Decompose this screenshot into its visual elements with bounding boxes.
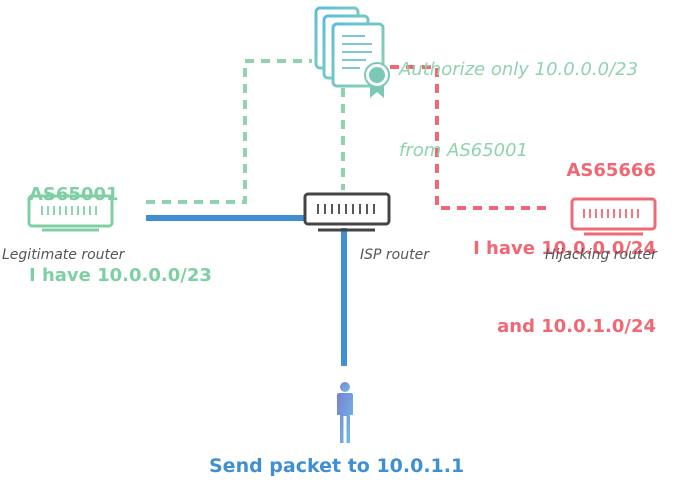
user-caption: Send packet to 10.0.1.1: [209, 455, 465, 477]
hijacker-prefix-2: and 10.0.1.0/24: [497, 316, 656, 337]
legitimate-as-number: AS65001: [29, 184, 119, 205]
person-icon: [337, 382, 353, 443]
hijacker-prefix-1: I have 10.0.0.0/24: [473, 238, 656, 259]
hijacking-router-icon: [570, 197, 657, 236]
legitimate-router-icon: [27, 194, 114, 232]
hijacking-router-label: Hijacking router: [545, 247, 657, 263]
hijacker-announcement: AS65666 I have 10.0.0.0/24 and 10.0.1.0/…: [473, 106, 656, 366]
hijack-to-cert-dashed-line: [390, 65, 548, 210]
certificate-stack-icon: [314, 6, 390, 98]
hijacker-as-number: AS65666: [566, 160, 656, 181]
certificate-text-line-1: Authorize only 10.0.0.0/23: [399, 59, 639, 80]
legitimate-announcement: AS65001 I have 10.0.0.0/23: [29, 127, 212, 316]
legit-to-cert-dashed-line: [146, 59, 312, 204]
certificate-text-line-2: from AS65001: [399, 140, 529, 161]
legitimate-prefix: I have 10.0.0.0/23: [29, 265, 212, 286]
legitimate-router-label: Legitimate router: [2, 247, 125, 263]
isp-router-label: ISP router: [360, 247, 429, 263]
certificate-text: Authorize only 10.0.0.0/23 from AS65001: [399, 2, 638, 191]
isp-router-icon: [303, 192, 391, 232]
